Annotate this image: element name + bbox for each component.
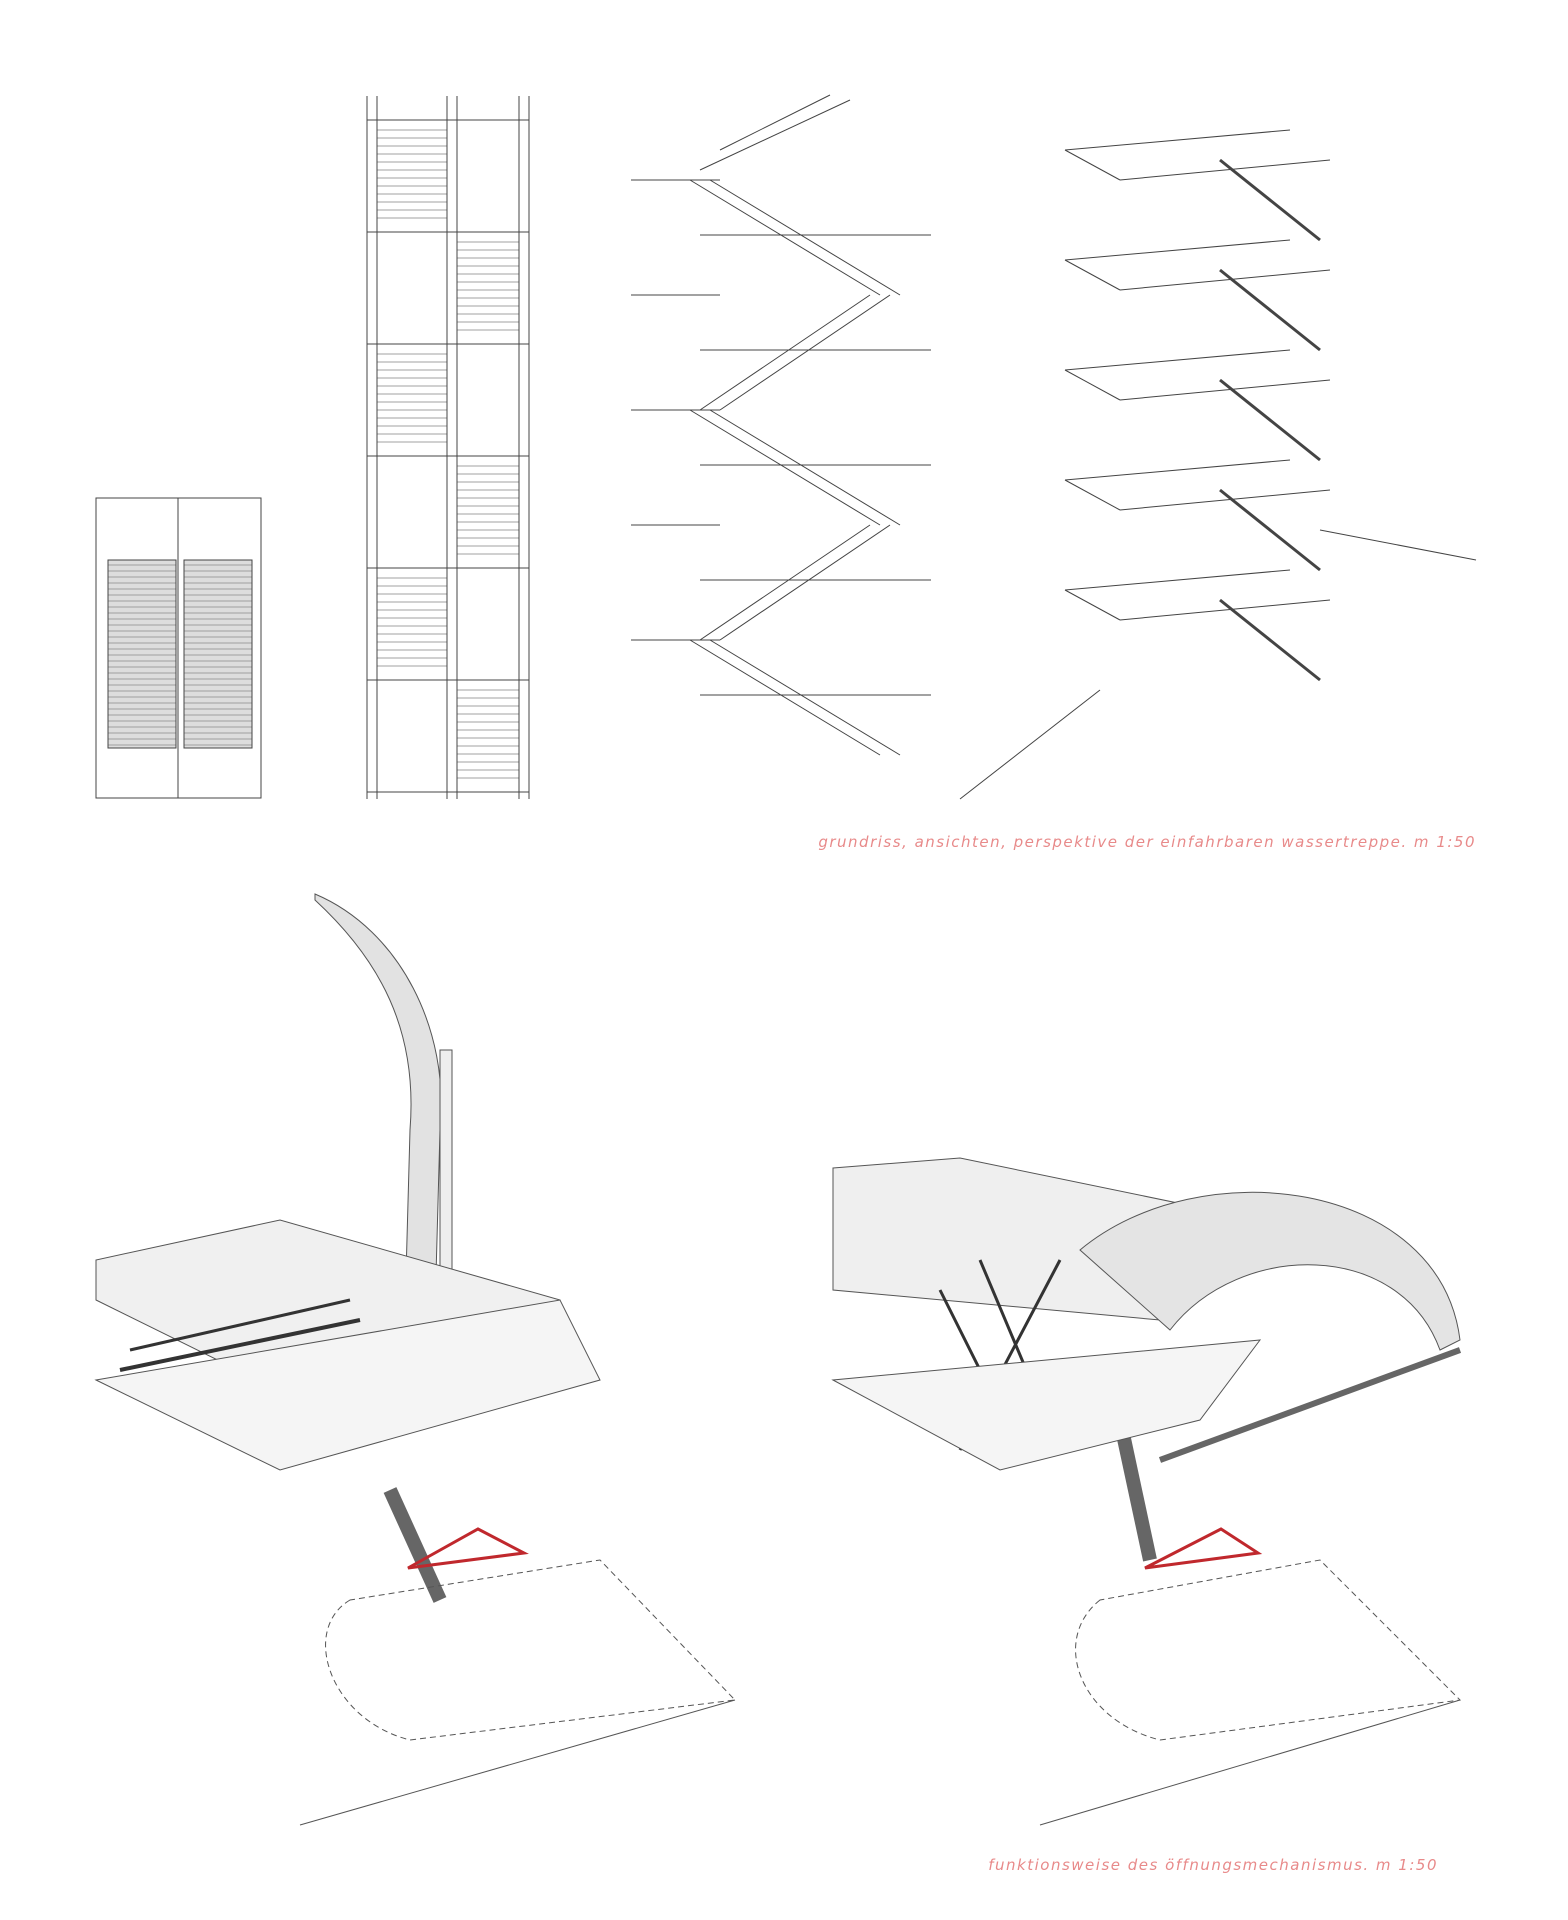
drawing-line (1064, 149, 1121, 181)
drawing-line (1064, 589, 1121, 621)
drawing-line (1219, 268, 1321, 352)
drawing-line (1119, 489, 1331, 511)
drawing-line (1119, 269, 1331, 291)
drawing-line (719, 524, 891, 641)
stair-floor-plan (95, 497, 262, 799)
drawing-line (1219, 598, 1321, 682)
drawing-line (1219, 158, 1321, 242)
drawing-line (689, 639, 881, 756)
caption-stair-drawings: grundriss, ansichten, perspektive der ei… (818, 833, 1476, 851)
drawing-line (719, 294, 891, 411)
drawing-line (699, 99, 851, 171)
drawing-line (699, 524, 871, 641)
drawing-line (1064, 129, 1291, 151)
stair-perspective (959, 129, 1477, 800)
drawing-line (709, 179, 901, 296)
drawing-line (1119, 599, 1331, 621)
drawing-line (709, 639, 901, 756)
drawing-line (1219, 378, 1321, 462)
red-triangle-marker (407, 1527, 529, 1570)
drawing-line (719, 94, 831, 151)
drawing-line (1119, 159, 1331, 181)
drawing-line (1319, 529, 1477, 561)
drawing-line (689, 409, 881, 526)
drawing-line (699, 294, 871, 411)
drawing-line (1119, 379, 1331, 401)
stair-elevation-side-zigzag (631, 94, 931, 756)
stair-elevation-front (366, 96, 530, 799)
mechanism-open-axonometric (831, 1157, 1462, 1826)
drawing-line (1064, 259, 1121, 291)
drawing-line (1064, 459, 1291, 481)
drawing-line (689, 179, 881, 296)
red-triangle-marker (1144, 1527, 1263, 1570)
drawing-line (1219, 488, 1321, 572)
drawing-line (1064, 239, 1291, 261)
drawing-line (1064, 349, 1291, 371)
caption-mechanism: funktionsweise des öffnungsmechanismus. … (988, 1856, 1438, 1874)
drawing-line (709, 409, 901, 526)
mechanism-closed-axonometric (94, 893, 737, 1826)
drawing-line (1064, 569, 1291, 591)
drawing-line (959, 689, 1101, 800)
drawing-line (1064, 369, 1121, 401)
drawing-line (1064, 479, 1121, 511)
